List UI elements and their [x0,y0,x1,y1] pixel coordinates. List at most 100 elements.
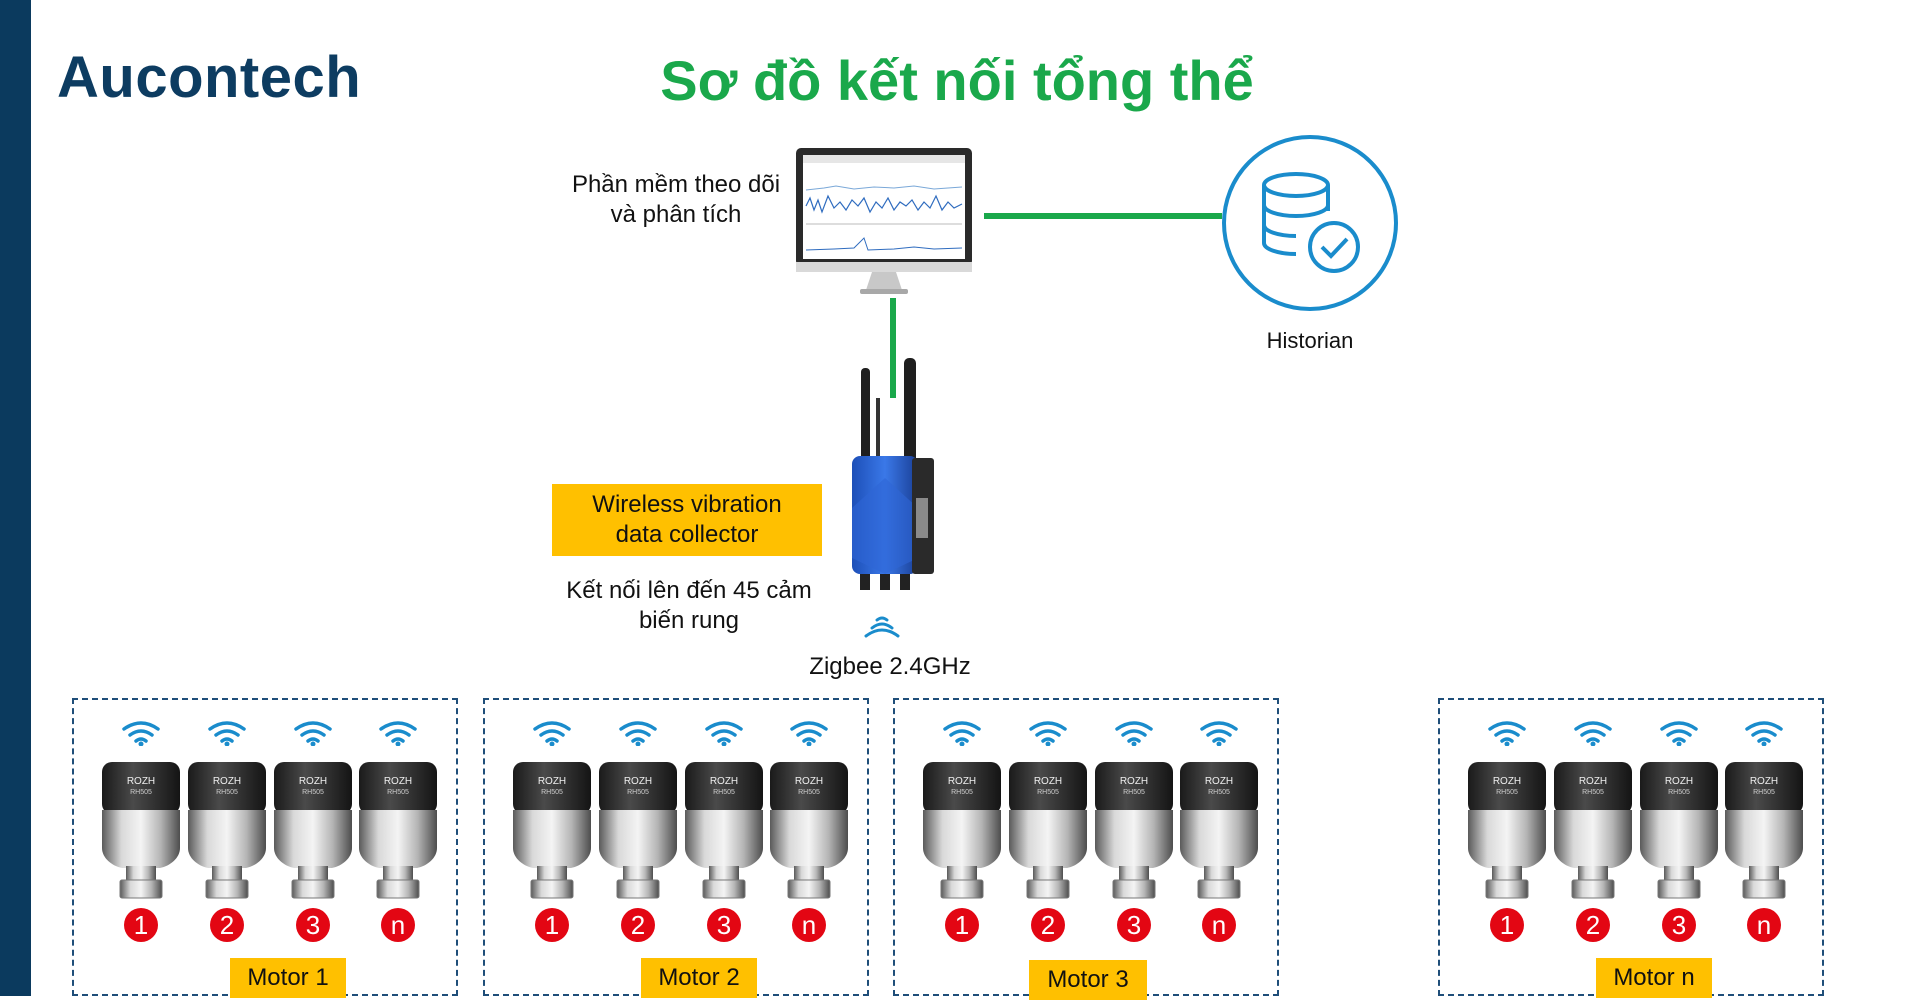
collector-note-line1: Kết nối lên đến 45 cảm [566,577,812,604]
sensor-number-badge: n [381,908,415,942]
wifi-icon [208,721,246,746]
motor-label: Motor 3 [1029,960,1147,1000]
sensor-number-badge: 1 [1490,908,1524,942]
historian-label: Historian [1266,328,1354,353]
svg-text:ROZH: ROZH [948,776,976,787]
sensor-number-badge: 1 [124,908,158,942]
svg-text:RH505: RH505 [798,789,820,796]
motor-label: Motor n [1596,958,1712,998]
svg-text:RH505: RH505 [541,789,563,796]
sensor-number-badge: 3 [296,908,330,942]
wifi-icon [1200,721,1238,746]
wifi-icon [1745,721,1783,746]
wifi-icon [533,721,571,746]
svg-text:ROZH: ROZH [1579,776,1607,787]
wifi-icon [379,721,417,746]
collector-device-icon [830,358,940,596]
svg-text:ROZH: ROZH [710,776,738,787]
svg-text:ROZH: ROZH [127,776,155,787]
wifi-icon [1660,721,1698,746]
wifi-icon [1488,721,1526,746]
vibration-sensor-icon: ROZH RH505 [359,762,437,899]
vibration-sensor-icon: ROZH RH505 [1640,762,1718,899]
motor-label: Motor 1 [230,958,346,998]
svg-text:RH505: RH505 [1208,789,1230,796]
sensor-number-badge: 2 [1031,908,1065,942]
svg-text:RH505: RH505 [951,789,973,796]
sensor-number-badge: n [1747,908,1781,942]
svg-text:RH505: RH505 [713,789,735,796]
vibration-sensor-icon: ROZH RH505 [102,762,180,899]
svg-text:RH505: RH505 [1582,789,1604,796]
collector-note: Kết nối lên đến 45 cảm biến rung [552,576,826,636]
vibration-sensor-icon: ROZH RH505 [188,762,266,899]
svg-text:ROZH: ROZH [384,776,412,787]
svg-text:RH505: RH505 [387,789,409,796]
software-label-line2: và phân tích [610,201,742,228]
svg-text:ROZH: ROZH [1120,776,1148,787]
svg-text:ROZH: ROZH [299,776,327,787]
collector-box-line2: data collector [615,521,759,548]
collector-highlight-box: Wireless vibration data collector [552,484,822,556]
sensor-number-badge: 3 [707,908,741,942]
svg-text:RH505: RH505 [130,789,152,796]
vibration-sensor-icon: ROZH RH505 [599,762,677,899]
vibration-sensor-icon: ROZH RH505 [1468,762,1546,899]
sensor-number-badge: 1 [535,908,569,942]
vibration-sensor-icon: ROZH RH505 [1009,762,1087,899]
wifi-icon [705,721,743,746]
sensor-number-badge: 3 [1662,908,1696,942]
svg-text:ROZH: ROZH [538,776,566,787]
sensor-number-badge: 2 [621,908,655,942]
wifi-icon [943,721,981,746]
vibration-sensor-icon: ROZH RH505 [513,762,591,899]
vibration-sensor-icon: ROZH RH505 [685,762,763,899]
svg-text:RH505: RH505 [1496,789,1518,796]
svg-text:ROZH: ROZH [1750,776,1778,787]
svg-text:RH505: RH505 [1668,789,1690,796]
vibration-sensor-icon: ROZH RH505 [1180,762,1258,899]
brand-logo: Aucontech [57,45,362,110]
svg-text:ROZH: ROZH [624,776,652,787]
svg-text:ROZH: ROZH [1034,776,1062,787]
sensor-number-badge: n [1202,908,1236,942]
vibration-sensor-icon: ROZH RH505 [274,762,352,899]
wifi-icon [619,721,657,746]
wifi-icon [294,721,332,746]
svg-text:ROZH: ROZH [1493,776,1521,787]
vibration-sensor-icon: ROZH RH505 [1095,762,1173,899]
collector-box-line1: Wireless vibration [592,491,782,518]
collector-wireless-icon [862,610,902,638]
svg-text:ROZH: ROZH [1665,776,1693,787]
svg-text:RH505: RH505 [1123,789,1145,796]
wifi-icon [1574,721,1612,746]
wifi-icon [1115,721,1153,746]
sensor-number-badge: 3 [1117,908,1151,942]
page-title: Sơ đồ kết nối tổng thể [660,49,1254,112]
svg-text:RH505: RH505 [302,789,324,796]
sidebar-bar [0,0,31,996]
vibration-sensor-icon: ROZH RH505 [1725,762,1803,899]
svg-text:ROZH: ROZH [213,776,241,787]
wifi-icon [1029,721,1067,746]
motor-group: ROZH RH505 1 ROZH RH505 2 ROZH RH505 3 ROZH RH505 n… [893,698,1279,1000]
sensor-number-badge: 2 [1576,908,1610,942]
motor-group: ROZH RH505 1 ROZH RH505 2 ROZH RH505 3 ROZH RH505 n… [1438,698,1824,998]
sensor-number-badge: 1 [945,908,979,942]
svg-text:RH505: RH505 [1753,789,1775,796]
protocol-label: Zigbee 2.4GHz [809,653,971,680]
svg-text:RH505: RH505 [216,789,238,796]
wifi-icon [122,721,160,746]
software-label: Phần mềm theo dõi và phân tích [560,170,792,230]
collector-note-line2: biến rung [638,607,740,634]
svg-text:ROZH: ROZH [1205,776,1233,787]
svg-text:RH505: RH505 [1037,789,1059,796]
sensor-number-badge: n [792,908,826,942]
vibration-sensor-icon: ROZH RH505 [923,762,1001,899]
svg-text:RH505: RH505 [627,789,649,796]
historian-database-icon [1220,133,1400,313]
